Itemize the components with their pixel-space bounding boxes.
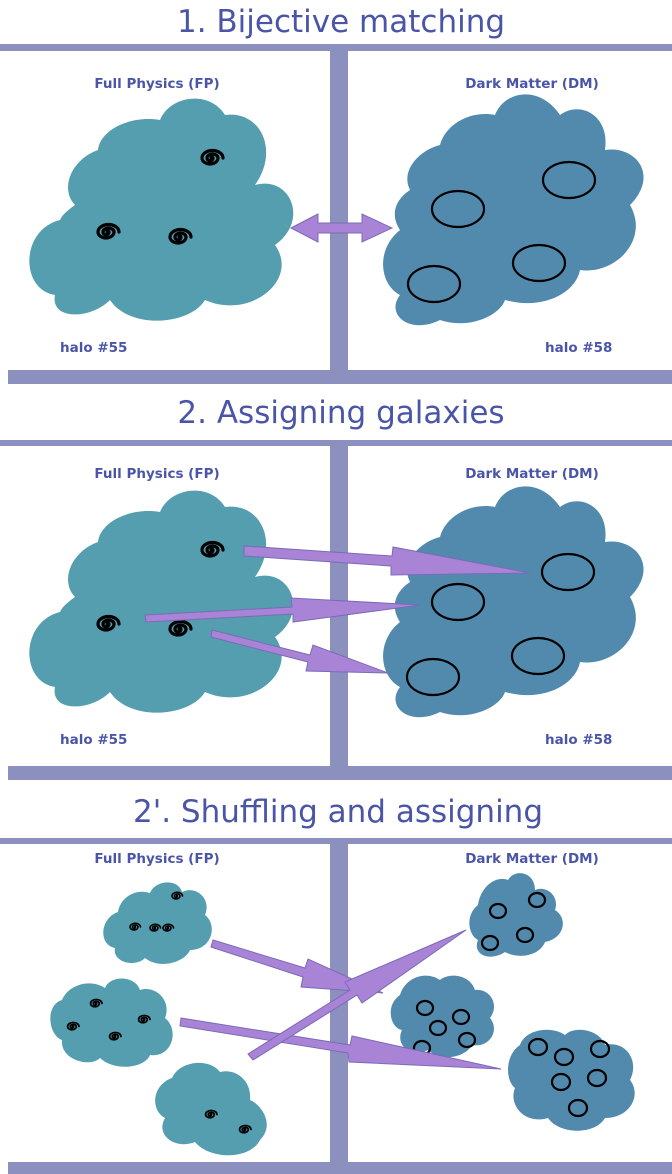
fp-halo-id: halo #55 xyxy=(60,340,127,356)
subhalo-icon xyxy=(540,552,596,592)
dm-label: Dark Matter (DM) xyxy=(465,851,599,867)
fp-label: Full Physics (FP) xyxy=(94,466,219,482)
subhalo-icon xyxy=(510,636,566,676)
subhalo-icon xyxy=(550,1072,572,1092)
fp-halo-id: halo #55 xyxy=(60,732,127,748)
subhalo-icon xyxy=(527,891,547,909)
bottom-divider xyxy=(8,1162,672,1174)
dm-halo-cloud xyxy=(383,486,644,718)
dm-halo-cloud xyxy=(469,873,563,957)
bottom-divider xyxy=(8,766,672,780)
subhalo-icon xyxy=(488,902,508,920)
subhalo-icon xyxy=(480,934,500,952)
subhalo-icon xyxy=(515,926,535,944)
subhalo-icon xyxy=(430,189,486,229)
dm-halo-cloud xyxy=(383,94,644,326)
dm-halo-cloud xyxy=(508,1029,635,1131)
subhalo-icon xyxy=(457,1031,477,1049)
subhalo-icon xyxy=(567,1098,589,1118)
subhalo-icon xyxy=(451,1008,471,1026)
dm-label: Dark Matter (DM) xyxy=(465,76,599,92)
subhalo-icon xyxy=(541,160,597,200)
subhalo-icon xyxy=(511,243,567,283)
fp-halo-cloud xyxy=(103,882,212,964)
assign-arrow xyxy=(144,597,421,623)
dm-halo-id: halo #58 xyxy=(545,340,612,356)
fp-label: Full Physics (FP) xyxy=(94,851,219,867)
assign-arrow xyxy=(210,629,389,674)
subhalo-icon xyxy=(553,1047,575,1067)
subhalo-icon xyxy=(428,1019,448,1037)
subhalo-icon xyxy=(527,1037,549,1057)
fp-label: Full Physics (FP) xyxy=(94,76,219,92)
panel-2: 2. Assigning galaxies Full Physics (FP) … xyxy=(0,395,672,780)
panel-title: 2'. Shuffling and assigning xyxy=(133,794,543,830)
shuffle-arrow xyxy=(179,1017,502,1070)
panel-title: 1. Bijective matching xyxy=(177,4,505,40)
dm-label: Dark Matter (DM) xyxy=(465,466,599,482)
bottom-divider xyxy=(8,370,672,384)
vertical-divider xyxy=(330,44,348,375)
subhalo-icon xyxy=(415,999,435,1017)
fp-halo-cloud xyxy=(29,490,294,713)
subhalo-icon xyxy=(430,582,486,622)
shuffle-arrow xyxy=(210,939,384,994)
panel-title: 2. Assigning galaxies xyxy=(177,395,504,431)
panel-1: 1. Bijective matching Full Physics (FP) … xyxy=(0,4,672,384)
shuffle-arrow xyxy=(247,929,467,1061)
subhalo-icon xyxy=(586,1068,608,1088)
subhalo-icon xyxy=(589,1039,611,1059)
fp-halo-cloud xyxy=(29,98,294,321)
subhalo-icon xyxy=(405,657,461,697)
fp-halo-cloud xyxy=(50,978,173,1067)
assign-arrow xyxy=(243,545,531,576)
panel-3: 2'. Shuffling and assigning Full Physics… xyxy=(0,794,672,1174)
bijective-arrow xyxy=(289,213,394,243)
fp-halo-cloud xyxy=(155,1062,267,1156)
subhalo-icon xyxy=(406,264,462,304)
dm-halo-id: halo #58 xyxy=(545,732,612,748)
dm-halo-cloud xyxy=(390,975,495,1058)
